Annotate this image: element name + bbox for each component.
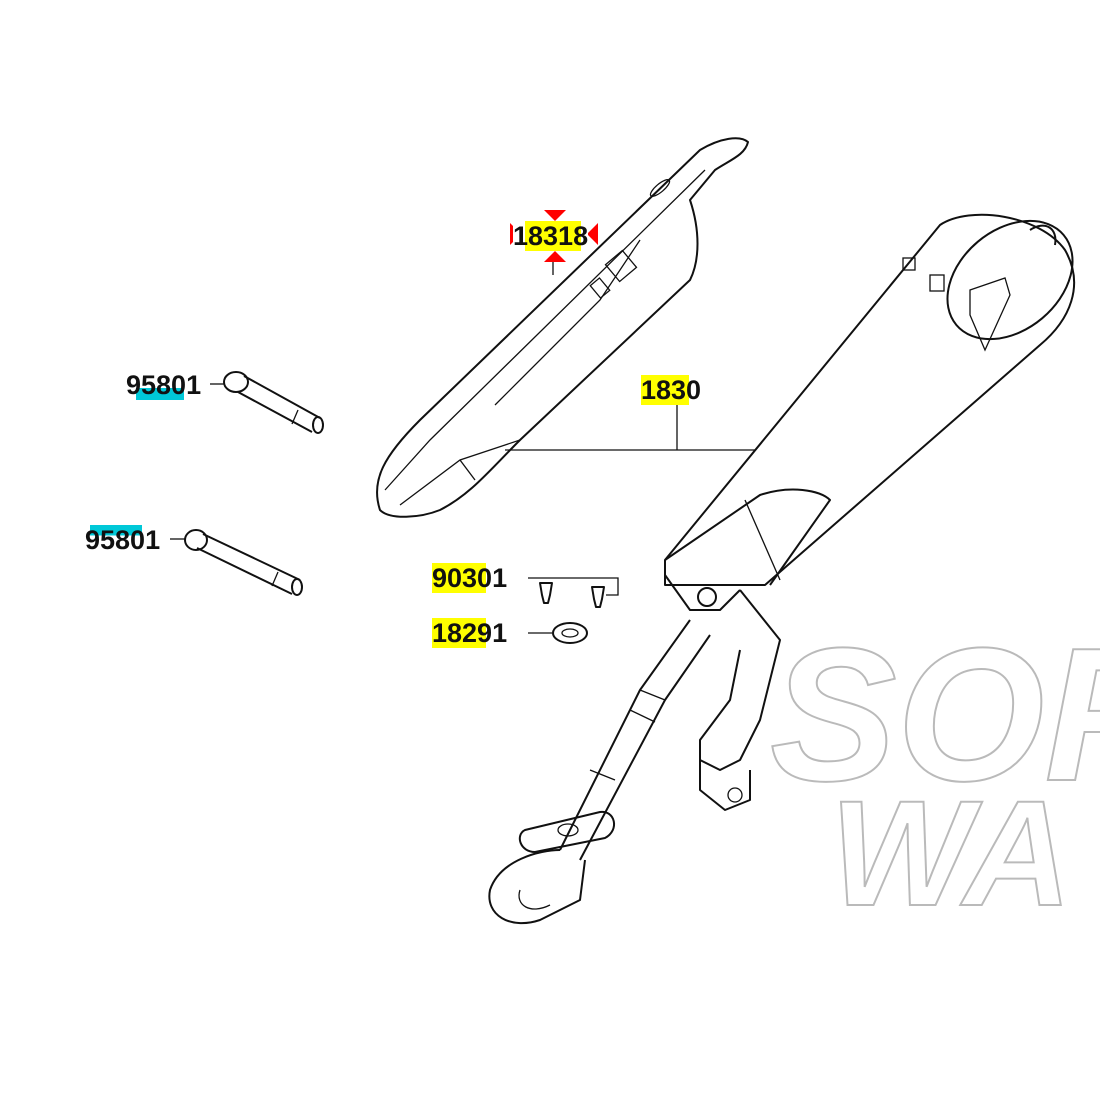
watermark-line1: SOFT (770, 609, 1100, 821)
leader-lines (170, 258, 755, 634)
callout-95801-lower[interactable]: 95801 (85, 525, 161, 555)
heat-shield (375, 137, 749, 518)
callout-1830[interactable]: 1830 (641, 375, 702, 405)
bolt-upper (223, 371, 324, 434)
callout-95801-upper[interactable]: 95801 (126, 370, 202, 400)
callout-18318[interactable]: 18318 (513, 221, 589, 251)
bolt-lower (184, 529, 303, 596)
watermark: SOFT WA (769, 608, 1100, 938)
watermark-line2: WA (830, 769, 1072, 937)
callout-18291[interactable]: 18291 (432, 618, 508, 648)
muffler (488, 213, 1075, 925)
clips (539, 582, 605, 608)
gasket (552, 622, 588, 644)
callout-90301[interactable]: 90301 (432, 563, 508, 593)
